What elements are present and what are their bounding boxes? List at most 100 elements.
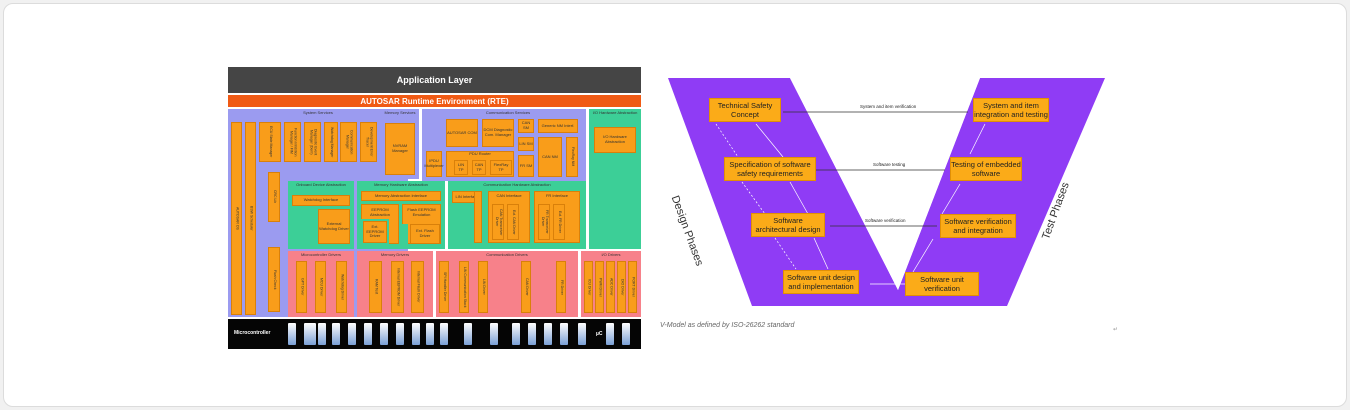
link-label-software-verification: Software verification (865, 218, 906, 223)
module-can-driver: CAN Driver (521, 261, 531, 313)
module-internal-eeprom-driver: Internal EEPROM Driver (391, 261, 404, 313)
module-fr-interface: FR Interface (545, 193, 568, 198)
module-autosar-com: AUTOSAR COM (446, 119, 478, 147)
module-fr-driver: FR Driver (556, 261, 566, 313)
microcontroller-peripheral-chip (544, 323, 552, 345)
module-fim: Function Inhibition Manager / FIM (284, 122, 301, 162)
microcontroller-peripheral-chip (622, 323, 630, 345)
module-pwm-driver: PWM Driver (595, 261, 604, 313)
v-notch (790, 78, 980, 290)
module-communication-manager: Communication Manager (340, 122, 357, 162)
module-fr-sm: FR SM (518, 155, 534, 177)
microcontroller-peripheral-chip (304, 323, 316, 345)
communication-hw-abstraction-title: Communication Hardware Abstraction (483, 182, 551, 187)
memory-drivers-title: Memory Drivers (380, 252, 410, 257)
box-software-unit-design: Software unit design and implementation (783, 270, 859, 294)
microcontroller-peripheral-chip (426, 323, 434, 345)
module-can-tp: CAN TP (472, 160, 486, 175)
module-generic-nm: Generic NM Interf. (538, 119, 578, 133)
communication-drivers-title: Communication Drivers (486, 252, 528, 257)
module-can-sm: CAN SM (518, 119, 534, 133)
module-nvram-manager: NVRAM Manager (385, 123, 415, 175)
microcontroller-peripheral-chip (578, 323, 586, 345)
box-spec-software-safety-req: Specification of software safety require… (724, 157, 816, 181)
microcontroller-peripheral-chip (380, 323, 388, 345)
module-ext-can-driver: Ext. CAN Driver (507, 204, 519, 240)
module-lin-communication-stack: LIN Communication Stack (459, 261, 469, 313)
v-model-diagram: Technical Safety Concept Specification o… (650, 62, 1130, 342)
module-spi-handler-driver: SPI Handler Driver (439, 261, 449, 313)
system-services-title: System Services (303, 110, 333, 115)
microcontroller-peripheral-chip (364, 323, 372, 345)
module-watchdog-manager: Watchdog Manager (324, 122, 338, 162)
module-io-hw-abstraction: I/O Hardware Abstraction (594, 127, 636, 153)
box-software-verification-integration: Software verification and integration (940, 214, 1016, 238)
microcontroller-peripheral-chip (606, 323, 614, 345)
v-shape-left-arm (668, 78, 1105, 306)
microcontroller-peripheral-chip (560, 323, 568, 345)
microcontroller-peripheral-chip (464, 323, 472, 345)
memory-services-title: Memory Services (384, 110, 416, 115)
module-flexray-tp: FlexRay TP (490, 160, 512, 175)
application-layer: Application Layer (228, 67, 641, 93)
microcontroller-peripheral-chip (528, 323, 536, 345)
microcontroller-peripheral-chip (440, 323, 448, 345)
module-memory-abstraction-interface: Memory Abstraction Interface (361, 191, 441, 201)
box-software-architectural-design: Software architectural design (751, 213, 825, 237)
module-fr-transceiver-driver: FR Transceiver Driver (538, 204, 550, 240)
module-icu-driver: ICU Driver (584, 261, 593, 313)
microcontroller-peripheral-chip (412, 323, 420, 345)
microcontroller-peripheral-chip (348, 323, 356, 345)
module-flexray-nm: FlexRay NM (566, 137, 578, 177)
v-shape (668, 78, 1105, 306)
box-software-unit-verification: Software unit verification (905, 272, 979, 296)
onboard-device-abstraction-title: Onboard Device Abstraction (296, 182, 346, 187)
box-technical-safety-concept: Technical Safety Concept (709, 98, 781, 122)
module-ext-fr-driver: Ext. FR Driver (553, 204, 565, 240)
module-can-nm: CAN NM (538, 137, 562, 177)
module-mcu-driver: MCU Driver (315, 261, 326, 313)
communication-services-title: Communication Services (485, 110, 531, 115)
box-testing-embedded-software: Testing of embedded software (950, 157, 1022, 181)
module-lin-driver: LIN Driver (478, 261, 488, 313)
microcontroller-drivers-title: Microcontroller Drivers (300, 252, 341, 257)
microcontroller-peripheral-chip (318, 323, 326, 345)
microcontroller-peripheral-chip (512, 323, 520, 345)
module-flash-check: Flash Check (268, 247, 280, 312)
pdu-router-label: PDU Router (469, 151, 491, 156)
module-ipdu-multiplexer: IPDU Multiplexer (424, 151, 444, 177)
microcontroller-label: Microcontroller (234, 330, 271, 336)
module-can-transceiver-driver: CAN Transceiver Driver (492, 204, 504, 240)
module-watchdog-driver: Watchdog Driver (336, 261, 347, 313)
paragraph-mark: ↵ (1113, 327, 1119, 333)
module-autosar-os: AUTOSAR OS (231, 122, 242, 315)
uc-label: µC (596, 331, 603, 337)
module-port-driver: PORT Driver (628, 261, 637, 313)
module-ext-eeprom-driver: Ext. EEPROM Driver (363, 221, 387, 243)
v-model-caption: V-Model as defined by ISO-26262 standard (660, 322, 795, 329)
microcontroller-peripheral-chip (332, 323, 340, 345)
module-dem: Diagnostic Event Manager (Dem) (304, 122, 321, 162)
box-system-item-integration: System and item integration and testing (973, 98, 1049, 122)
rte-layer: AUTOSAR Runtime Environment (RTE) (228, 95, 641, 107)
module-watchdog-interface: Watchdog Interface (292, 195, 350, 206)
io-hw-abstraction-title: I/O Hardware Abstraction (592, 110, 638, 115)
module-lin-tp: LIN TP (454, 160, 468, 175)
autosar-architecture-diagram: Application Layer AUTOSAR Runtime Enviro… (228, 67, 641, 351)
io-drivers-title: I/O Drivers (601, 252, 621, 257)
link-label-software-testing: Software testing (873, 162, 906, 167)
microcontroller-peripheral-chip (288, 323, 296, 345)
microcontroller-peripheral-chip (490, 323, 498, 345)
module-det: Development Error Tracer (360, 122, 377, 162)
module-internal-flash-driver: Internal Flash Driver (411, 261, 424, 313)
module-ext-flash-driver: Ext. Flash Driver (410, 224, 440, 244)
microcontroller-layer (228, 319, 641, 349)
module-dio-driver: DIO Driver (617, 261, 626, 313)
module-ecu-state-manager: ECU State Manager (259, 122, 281, 162)
memory-hw-abstraction-title: Memory Hardware Abstraction (374, 182, 428, 187)
module-dcm: DCM Diagnostic Com. Manager (482, 119, 514, 147)
content-card (3, 3, 1347, 407)
microcontroller-peripheral-chip (396, 323, 404, 345)
module-adc-driver: ADC Driver (606, 261, 615, 313)
link-label-system-verification: System and item verification (860, 104, 917, 109)
